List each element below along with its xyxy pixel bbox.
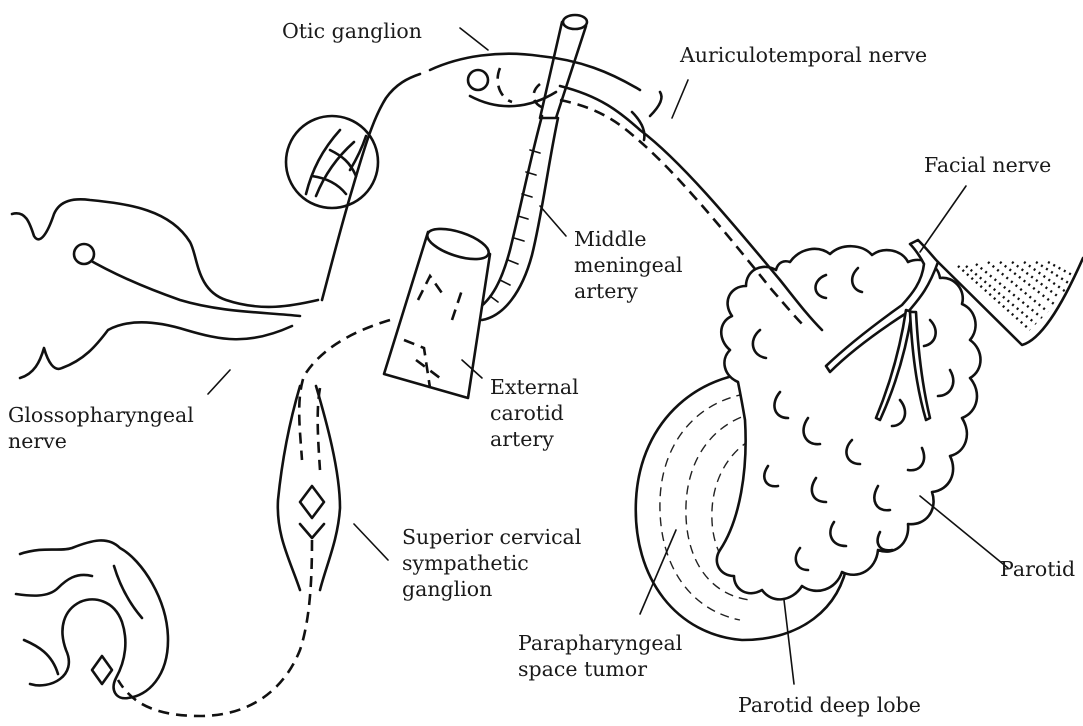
parapharyngeal-line-2: space tumor bbox=[518, 656, 682, 682]
glossopharyngeal-line-2: nerve bbox=[8, 428, 194, 454]
parotid-text: Parotid bbox=[1000, 556, 1075, 582]
sympathetic-chain bbox=[118, 320, 390, 716]
middle-meningeal-line-1: Middle bbox=[574, 226, 683, 252]
label-parotid: Parotid bbox=[1000, 556, 1075, 582]
label-parotid-deep-lobe: Parotid deep lobe bbox=[738, 692, 921, 718]
label-auriculotemporal-nerve: Auriculotemporal nerve bbox=[680, 42, 927, 68]
label-facial-nerve: Facial nerve bbox=[924, 152, 1051, 178]
superior-cervical-line-1: Superior cervical bbox=[402, 524, 581, 550]
label-parapharyngeal-tumor: Parapharyngeal space tumor bbox=[518, 630, 682, 682]
spinal-region bbox=[16, 540, 168, 698]
middle-meningeal-line-2: meningeal bbox=[574, 252, 683, 278]
superior-cervical-line-3: ganglion bbox=[402, 576, 581, 602]
parotid-deep-lobe-text: Parotid deep lobe bbox=[738, 692, 921, 718]
label-external-carotid-artery: External carotid artery bbox=[490, 374, 579, 452]
otic-ganglion-text: Otic ganglion bbox=[282, 18, 422, 44]
auriculotemporal-nerve-text: Auriculotemporal nerve bbox=[680, 42, 927, 68]
label-superior-cervical-ganglion: Superior cervical sympathetic ganglion bbox=[402, 524, 581, 602]
external-carotid-line-3: artery bbox=[490, 426, 579, 452]
label-glossopharyngeal-nerve: Glossopharyngeal nerve bbox=[8, 402, 194, 454]
external-carotid-line-1: External bbox=[490, 374, 579, 400]
facial-nerve-text: Facial nerve bbox=[924, 152, 1051, 178]
parotid-gland bbox=[717, 246, 981, 599]
glossopharyngeal-nerve bbox=[12, 74, 420, 378]
glossopharyngeal-line-1: Glossopharyngeal bbox=[8, 402, 194, 428]
label-otic-ganglion: Otic ganglion bbox=[282, 18, 422, 44]
otic-ganglion bbox=[430, 54, 640, 108]
middle-meningeal-line-3: artery bbox=[574, 278, 683, 304]
parapharyngeal-line-1: Parapharyngeal bbox=[518, 630, 682, 656]
label-middle-meningeal-artery: Middle meningeal artery bbox=[574, 226, 683, 304]
superior-cervical-line-2: sympathetic bbox=[402, 550, 581, 576]
external-carotid-line-2: carotid bbox=[490, 400, 579, 426]
